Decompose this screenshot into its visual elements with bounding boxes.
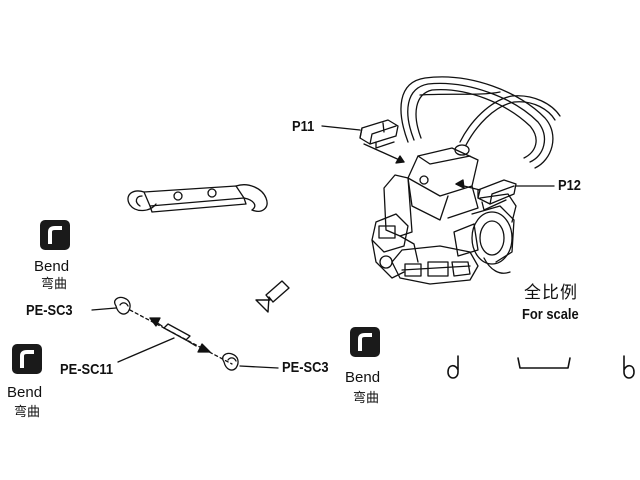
bend-label-cn: 弯曲 — [41, 276, 68, 291]
scale-note-cn: 全比例 — [524, 283, 578, 302]
main-assembly-drawing — [371, 76, 561, 285]
label-pe-sc3-left: PE-SC3 — [26, 302, 73, 319]
bend-label: Bend — [345, 369, 381, 386]
bend-icon — [12, 344, 42, 374]
bend-label: Bend — [7, 384, 43, 401]
p11-part-drawing — [359, 119, 399, 149]
p12-part-drawing — [477, 179, 517, 211]
label-p11: P11 — [292, 118, 315, 135]
u-bracket-drawing — [127, 184, 268, 213]
bend-icon — [40, 220, 70, 250]
bend-label: Bend — [34, 258, 70, 275]
rod-assembly-drawing — [114, 296, 239, 371]
bend-label-cn: 弯曲 — [353, 390, 380, 405]
label-pe-sc3-right: PE-SC3 — [282, 359, 329, 376]
label-pe-sc11: PE-SC11 — [60, 361, 114, 378]
bend-label-cn: 弯曲 — [14, 404, 41, 419]
scale-note: For scale — [522, 306, 579, 323]
label-p12: P12 — [558, 177, 581, 194]
direction-arrow-icon — [255, 280, 290, 313]
scale-pieces-drawing — [447, 355, 635, 379]
bend-icon — [350, 327, 380, 357]
